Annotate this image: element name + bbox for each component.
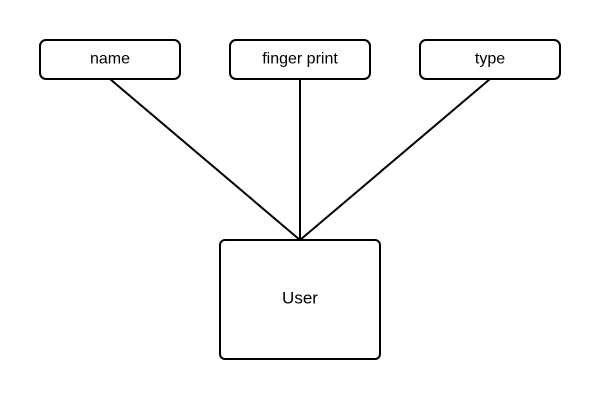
attribute-box-name — [39, 39, 181, 80]
entity-box-user — [219, 239, 381, 360]
attribute-box-type — [419, 39, 561, 80]
attribute-node-type: type — [419, 39, 561, 80]
connector-type — [299, 78, 491, 241]
attribute-label-name: name — [90, 51, 130, 68]
entity-node-user: User — [219, 239, 381, 360]
attribute-box-finger-print — [229, 39, 371, 80]
attribute-node-name: name — [39, 39, 181, 80]
entity-label-user: User — [282, 289, 318, 308]
attribute-label-type: type — [475, 51, 505, 68]
attribute-node-finger-print: finger print — [229, 39, 371, 80]
connector-name — [109, 78, 301, 241]
attribute-label-finger-print: finger print — [262, 51, 338, 68]
